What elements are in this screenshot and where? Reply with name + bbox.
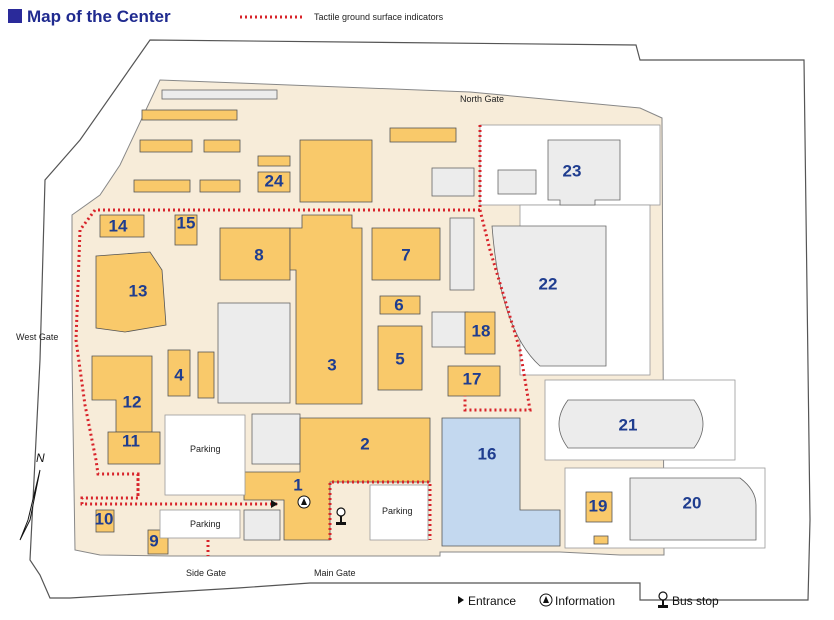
compass: N — [19, 451, 45, 541]
parking-label-3: Parking — [382, 506, 413, 516]
entrance-marker — [271, 500, 278, 508]
entrance-legend-label: Entrance — [468, 594, 516, 608]
building-3: 3 — [327, 355, 336, 374]
parking-area-3 — [369, 484, 429, 541]
building-15: 15 — [177, 213, 196, 232]
building-6: 6 — [394, 295, 403, 314]
building-12: 12 — [123, 392, 142, 411]
building-16: 16 — [478, 444, 497, 463]
west-gate-label: West Gate — [16, 332, 58, 342]
building-8: 8 — [254, 245, 263, 264]
building-19: 19 — [589, 496, 608, 515]
building-16-shape — [441, 417, 561, 547]
orange-buildings — [91, 109, 613, 555]
map-legend: Entrance Information Bus stop — [458, 591, 719, 608]
building-2: 2 — [360, 434, 369, 453]
bus-stop-marker — [336, 507, 346, 525]
building-22: 22 — [539, 274, 558, 293]
entrance-legend-icon — [458, 596, 464, 604]
building-18: 18 — [472, 321, 491, 340]
parking-area-1 — [164, 414, 246, 496]
building-1: 1 — [293, 475, 302, 494]
building-7: 7 — [401, 245, 410, 264]
information-legend-label: Information — [555, 594, 615, 608]
parking-label-1: Parking — [190, 444, 221, 454]
main-gate-label: Main Gate — [314, 568, 356, 578]
building-14: 14 — [109, 216, 128, 235]
parking-label-2: Parking — [190, 519, 221, 529]
building-numbers: 1 2 3 4 5 6 7 8 9 10 11 12 13 14 15 16 1… — [95, 161, 702, 550]
building-11: 11 — [122, 431, 140, 450]
compass-north-label: N — [36, 451, 45, 465]
building-4: 4 — [174, 365, 184, 384]
title-square-icon — [8, 9, 22, 23]
building-20: 20 — [683, 493, 702, 512]
tactile-path — [74, 125, 532, 556]
building-24: 24 — [265, 171, 284, 190]
bus-stop-legend-icon — [658, 591, 668, 608]
parking-area-2 — [159, 509, 241, 539]
building-13: 13 — [129, 281, 148, 300]
building-9: 9 — [149, 531, 158, 550]
side-gate-label: Side Gate — [186, 568, 226, 578]
building-10: 10 — [95, 509, 114, 528]
tactile-legend-label: Tactile ground surface indicators — [314, 12, 444, 22]
north-gate-label: North Gate — [460, 94, 504, 104]
information-marker — [297, 495, 311, 509]
bus-stop-legend-label: Bus stop — [672, 594, 719, 608]
building-5: 5 — [395, 349, 404, 368]
building-23: 23 — [563, 161, 582, 180]
gray-buildings — [161, 89, 757, 541]
map-title: Map of the Center — [27, 7, 171, 26]
information-legend-icon — [539, 593, 553, 607]
building-21: 21 — [619, 415, 638, 434]
building-17: 17 — [463, 369, 482, 388]
